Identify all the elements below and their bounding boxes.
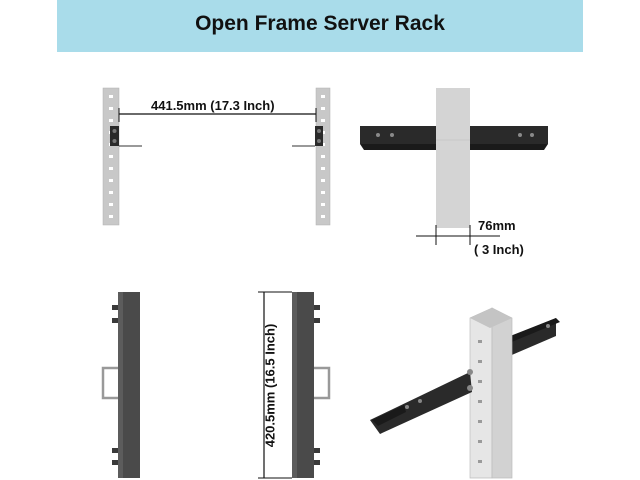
title-banner: Open Frame Server Rack (57, 0, 583, 52)
isometric-view (370, 307, 560, 479)
post-block (436, 88, 470, 228)
post-front (469, 307, 493, 479)
post-width-in-label: ( 3 Inch) (474, 242, 524, 257)
side-rail-left (118, 292, 140, 478)
post-width-mm-label: 76mm (478, 218, 516, 233)
handle-center (314, 366, 331, 400)
page-title: Open Frame Server Rack (195, 12, 445, 35)
rail-front (370, 372, 472, 434)
left-bracket (110, 126, 119, 146)
rail-spacing-label: 441.5mm (17.3 Inch) (151, 98, 275, 113)
front-view (102, 87, 331, 226)
handle-left (101, 366, 118, 400)
side-view-center (258, 291, 331, 479)
side-rail-center (292, 292, 314, 478)
right-bracket (315, 126, 323, 146)
top-view (360, 88, 548, 245)
rail-length-label: 420.5mm (16.5 Inch) (262, 323, 278, 448)
post-side (491, 307, 513, 479)
side-view-left (101, 292, 140, 478)
